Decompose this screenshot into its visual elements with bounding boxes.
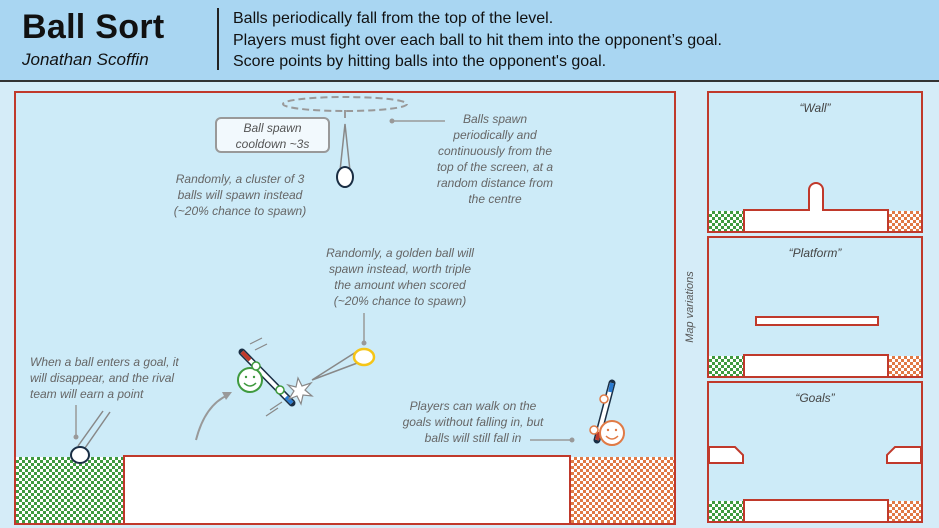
- spawn-zone: [282, 96, 408, 112]
- green-player-face: [237, 367, 263, 393]
- spawn-note-line: periodically and: [453, 128, 537, 142]
- spawn-box-line-1: Ball spawn: [243, 121, 302, 135]
- orange-hand: [589, 425, 599, 435]
- impact-star: [286, 376, 314, 406]
- golden-note-line: the amount when scored: [334, 278, 466, 292]
- map-variations-label: Map variations: [684, 271, 696, 343]
- variation-wall: “Wall”: [707, 91, 923, 233]
- header: Ball Sort Jonathan Scoffin Balls periodi…: [0, 0, 939, 82]
- variation-orange-goal: [889, 501, 921, 521]
- variation-orange-goal: [889, 211, 921, 231]
- goal-note-line: will disappear, and the rival: [30, 371, 175, 385]
- hit-arrow-head: [222, 392, 232, 400]
- spawn-leader-dot: [389, 118, 395, 124]
- variation-green-goal: [709, 356, 745, 376]
- golden-note-line: Randomly, a golden ball will: [326, 246, 474, 260]
- spawn-note-line: random distance from: [436, 176, 554, 190]
- walk-note-line: goals without falling in, but: [402, 415, 544, 429]
- goal-note: When a ball enters a goal, it will disap…: [30, 354, 210, 402]
- spawn-box-line-2: cooldown ~3s: [235, 137, 310, 151]
- variation-green-goal: [709, 211, 745, 231]
- rule-2: Players must fight over each ball to hit…: [233, 31, 722, 49]
- green-player: [237, 337, 296, 417]
- cluster-note: Randomly, a cluster of 3 balls will spaw…: [155, 171, 325, 219]
- orange-player-face: [599, 420, 625, 446]
- walk-note-line: balls will still fall in: [424, 431, 522, 445]
- walk-note: Players can walk on the goals without fa…: [383, 398, 563, 446]
- variation-orange-goal: [889, 356, 921, 376]
- spawn-note-line: continuously from the: [437, 144, 553, 158]
- author: Jonathan Scoffin: [22, 50, 149, 69]
- variation-platform: “Platform”: [707, 236, 923, 378]
- goal-ledges: [709, 446, 921, 464]
- variation-green-goal: [709, 501, 745, 521]
- golden-leader-dot: [361, 340, 367, 346]
- golden-ball-note: Randomly, a golden ball will spawn inste…: [310, 245, 490, 309]
- walk-note-line: Players can walk on the: [409, 399, 537, 413]
- spawn-note-line: the centre: [468, 192, 522, 206]
- spawn-cooldown-box: Ball spawn cooldown ~3s: [215, 117, 330, 153]
- goal-note-line: team will earn a point: [30, 387, 144, 401]
- variation-floor: [743, 499, 889, 523]
- variation-title: “Goals”: [795, 391, 835, 405]
- header-divider: [217, 8, 219, 70]
- variation-title: “Wall”: [799, 101, 831, 115]
- rules-list: Balls periodically fall from the top of …: [233, 8, 722, 73]
- green-goal: [16, 457, 123, 523]
- hit-arrow: [195, 394, 229, 441]
- green-hand: [251, 361, 261, 371]
- rule-3: Score points by hitting balls into the o…: [233, 53, 607, 70]
- spawn-note: Balls spawn periodically and continuousl…: [420, 111, 570, 207]
- cluster-note-line: (~20% chance to spawn): [173, 204, 307, 218]
- goal-note-line: When a ball enters a goal, it: [30, 355, 179, 369]
- goal-ball: [70, 446, 90, 464]
- left-goal-ledge: [709, 446, 744, 464]
- spawn-note-line: Balls spawn: [462, 112, 528, 126]
- variation-title: “Platform”: [788, 246, 842, 260]
- cluster-note-line: balls will spawn instead: [177, 188, 303, 202]
- orange-hand: [599, 394, 609, 404]
- spawn-note-line: top of the screen, at a: [436, 160, 554, 174]
- floor-platform: [123, 455, 571, 525]
- variation-floor: [743, 209, 889, 233]
- golden-note-line: (~20% chance to spawn): [333, 294, 467, 308]
- goal-ball-trail: [77, 410, 111, 449]
- page-title: Ball Sort: [22, 8, 165, 46]
- golden-note-line: spawn instead, worth triple: [328, 262, 472, 276]
- falling-ball: [336, 166, 354, 188]
- fall-trail: [339, 123, 351, 172]
- variation-goals: “Goals”: [707, 381, 923, 523]
- orange-player: [589, 379, 625, 446]
- main-level-diagram: [14, 91, 676, 525]
- orange-goal: [571, 457, 674, 523]
- floating-platform: [755, 316, 879, 326]
- center-wall: [808, 182, 824, 211]
- walk-leader-dot: [569, 437, 575, 443]
- rule-1: Balls periodically fall from the top of …: [233, 10, 554, 27]
- green-hand: [275, 385, 285, 395]
- golden-ball: [352, 347, 376, 367]
- goal-leader-dot: [73, 434, 79, 440]
- golden-trail: [311, 351, 361, 381]
- variation-floor: [743, 354, 889, 378]
- cluster-note-line: Randomly, a cluster of 3: [175, 172, 305, 186]
- right-goal-ledge: [886, 446, 921, 464]
